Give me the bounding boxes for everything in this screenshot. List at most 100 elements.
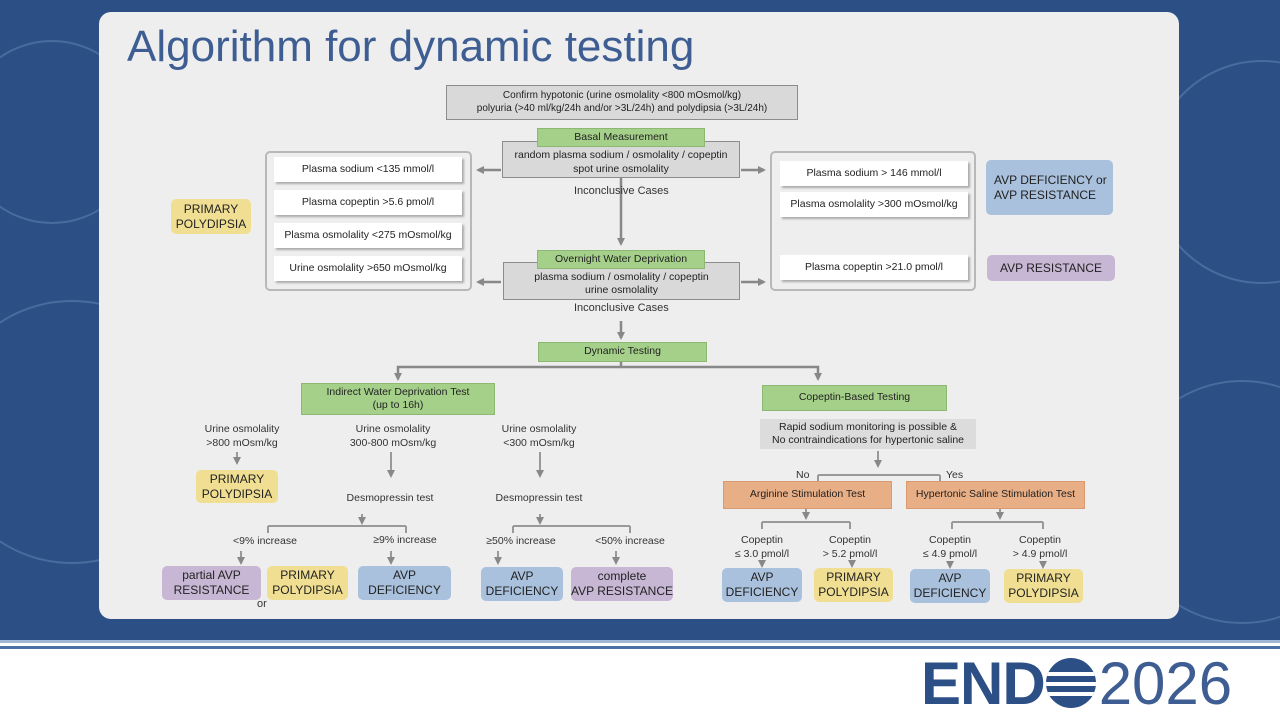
h2-line2: > 4.9 pmol/l — [1012, 547, 1068, 560]
left-criteria-3: Plasma osmolality <275 mOsmol/kg — [274, 223, 462, 248]
right-criteria-2: Plasma osmolality >300 mOsmol/kg — [780, 192, 968, 217]
ra1-line2: DEFICIENCY — [725, 585, 799, 599]
left-criteria-2: Plasma copeptin >5.6 pmol/l — [274, 190, 462, 215]
overnight-line2: urine osmolality — [585, 284, 658, 296]
ra2-line2: POLYDIPSIA — [818, 585, 889, 599]
col1-line2: >800 mOsm/kg — [206, 436, 278, 449]
lt50-increase-label: <50% increase — [595, 535, 665, 547]
inconclusive-1: Inconclusive Cases — [574, 185, 669, 197]
right-result-avp-def-or-res: AVP DEFICIENCY or AVP RESISTANCE — [986, 160, 1113, 215]
right-result-avp-resistance: AVP RESISTANCE — [987, 255, 1115, 281]
ra1-line1: AVP — [750, 570, 774, 584]
result-primary-polydipsia-2: PRIMARY POLYDIPSIA — [267, 566, 348, 600]
right-criteria-3: Plasma copeptin >21.0 pmol/l — [780, 255, 968, 280]
arginine-copeptin-high: Copeptin > 5.2 pmol/l — [810, 534, 890, 561]
r1-line2: RESISTANCE — [173, 583, 250, 597]
sodium-monitoring-condition: Rapid sodium monitoring is possible & No… — [760, 419, 976, 449]
r3-line1: AVP — [392, 568, 417, 582]
a2-line2: > 5.2 pmol/l — [822, 547, 878, 560]
desmopressin-test-1: Desmopressin test — [346, 492, 434, 504]
a1-line2: ≤ 3.0 pmol/l — [734, 547, 790, 560]
cond-line1: Rapid sodium monitoring is possible & — [778, 420, 957, 433]
a2-line1: Copeptin — [828, 534, 872, 546]
footer-stripe-light — [0, 640, 1280, 643]
or-label: or — [257, 598, 267, 610]
copeptin-result-avp-deficiency-2: AVP DEFICIENCY — [910, 569, 990, 603]
indirect-primary-polydipsia: PRIMARY POLYDIPSIA — [196, 470, 278, 503]
logo-year: 2026 — [1098, 649, 1233, 717]
rh2-line2: POLYDIPSIA — [1008, 586, 1079, 600]
r2-line2: POLYDIPSIA — [272, 583, 343, 597]
indirect-col3-label: Urine osmolality <300 mOsm/kg — [484, 423, 594, 450]
confirm-box: Confirm hypotonic (urine osmolality <800… — [446, 85, 798, 120]
basal-line2: spot urine osmolality — [573, 162, 669, 175]
ra2-line1: PRIMARY — [826, 570, 881, 584]
r5-line2: AVP RESISTANCE — [570, 584, 674, 598]
copeptin-result-primary-polydipsia-1: PRIMARY POLYDIPSIA — [814, 568, 893, 602]
desmopressin-test-2: Desmopressin test — [495, 492, 583, 504]
confirm-line2: polyuria (>40 ml/kg/24h and/or >3L/24h) … — [476, 102, 768, 114]
hypertonic-copeptin-high: Copeptin > 4.9 pmol/l — [1000, 534, 1080, 561]
r4-line1: AVP — [510, 569, 534, 583]
left-criteria-4: Urine osmolality >650 mOsmol/kg — [274, 256, 462, 281]
rh2-line1: PRIMARY — [1016, 571, 1071, 585]
cond-line2: No contraindications for hypertonic sali… — [771, 434, 965, 446]
ge9-increase-label: ≥9% increase — [373, 534, 437, 546]
rh1-line1: AVP — [938, 571, 962, 585]
left-criteria-1: Plasma sodium <135 mmol/l — [274, 157, 462, 182]
right-result1-line2: AVP RESISTANCE — [994, 187, 1097, 202]
overnight-label: Overnight Water Deprivation — [537, 250, 705, 269]
slide-title: Algorithm for dynamic testing — [127, 22, 695, 71]
col3-line2: <300 mOsm/kg — [503, 436, 575, 449]
inconclusive-2: Inconclusive Cases — [574, 302, 669, 314]
r2-line1: PRIMARY — [280, 568, 335, 582]
footer-stripe-dark — [0, 646, 1280, 649]
basal-line1: random plasma sodium / osmolality / cope… — [514, 149, 728, 162]
copeptin-result-avp-deficiency-1: AVP DEFICIENCY — [722, 568, 802, 602]
logo-globe-icon — [1045, 658, 1096, 708]
arginine-stimulation-test: Arginine Stimulation Test — [723, 481, 892, 509]
right-result1-line1: AVP DEFICIENCY or — [994, 172, 1107, 187]
no-label: No — [796, 469, 810, 481]
h1-line1: Copeptin — [928, 534, 972, 546]
indirect-test-box: Indirect Water Deprivation Test (up to 1… — [301, 383, 495, 415]
indirect-col1-label: Urine osmolality >800 mOsm/kg — [188, 423, 296, 450]
copeptin-based-testing-box: Copeptin-Based Testing — [762, 385, 947, 411]
ge50-increase-label: ≥50% increase — [486, 535, 556, 547]
r1-line1: partial AVP — [182, 568, 241, 582]
result-avp-deficiency-1: AVP DEFICIENCY — [358, 566, 451, 600]
indirect-title-line2: (up to 16h) — [372, 399, 424, 411]
confirm-line1: Confirm hypotonic (urine osmolality <800… — [502, 90, 742, 101]
lt9-increase-label: <9% increase — [233, 535, 297, 547]
col2-line2: 300-800 mOsm/kg — [349, 436, 437, 449]
copeptin-result-primary-polydipsia-2: PRIMARY POLYDIPSIA — [1004, 569, 1083, 603]
indirect-title-line1: Indirect Water Deprivation Test — [326, 385, 470, 398]
h1-line2: ≤ 4.9 pmol/l — [922, 547, 978, 560]
basal-box: random plasma sodium / osmolality / cope… — [502, 141, 740, 178]
left-result-primary-polydipsia: PRIMARY POLYDIPSIA — [171, 199, 251, 234]
col2-line1: Urine osmolality — [355, 423, 431, 435]
basal-measurement-label: Basal Measurement — [537, 128, 705, 147]
a1-line1: Copeptin — [740, 534, 784, 546]
indirect-col2-label: Urine osmolality 300-800 mOsm/kg — [337, 423, 449, 450]
r4-line2: DEFICIENCY — [485, 584, 559, 598]
hypertonic-saline-stimulation-test: Hypertonic Saline Stimulation Test — [906, 481, 1085, 509]
left-result-line1: PRIMARY — [183, 201, 239, 216]
left-result-line2: POLYDIPSIA — [175, 216, 247, 231]
result-avp-deficiency-2: AVP DEFICIENCY — [481, 567, 563, 601]
indirect-primary-line2: POLYDIPSIA — [201, 486, 273, 501]
overnight-line1: plasma sodium / osmolality / copeptin — [534, 270, 709, 283]
result-complete-avp-resistance: complete AVP RESISTANCE — [571, 567, 673, 601]
dynamic-testing-label: Dynamic Testing — [538, 342, 707, 362]
yes-label: Yes — [946, 469, 964, 481]
hypertonic-copeptin-low: Copeptin ≤ 4.9 pmol/l — [910, 534, 990, 561]
arginine-copeptin-low: Copeptin ≤ 3.0 pmol/l — [722, 534, 802, 561]
h2-line1: Copeptin — [1018, 534, 1062, 546]
col3-line1: Urine osmolality — [501, 423, 577, 435]
rh1-line2: DEFICIENCY — [913, 586, 987, 600]
indirect-primary-line1: PRIMARY — [209, 471, 265, 486]
r5-line1: complete — [597, 569, 647, 583]
result-partial-avp-resistance: partial AVP RESISTANCE — [162, 566, 261, 600]
logo-brand-prefix: END — [921, 649, 1046, 717]
